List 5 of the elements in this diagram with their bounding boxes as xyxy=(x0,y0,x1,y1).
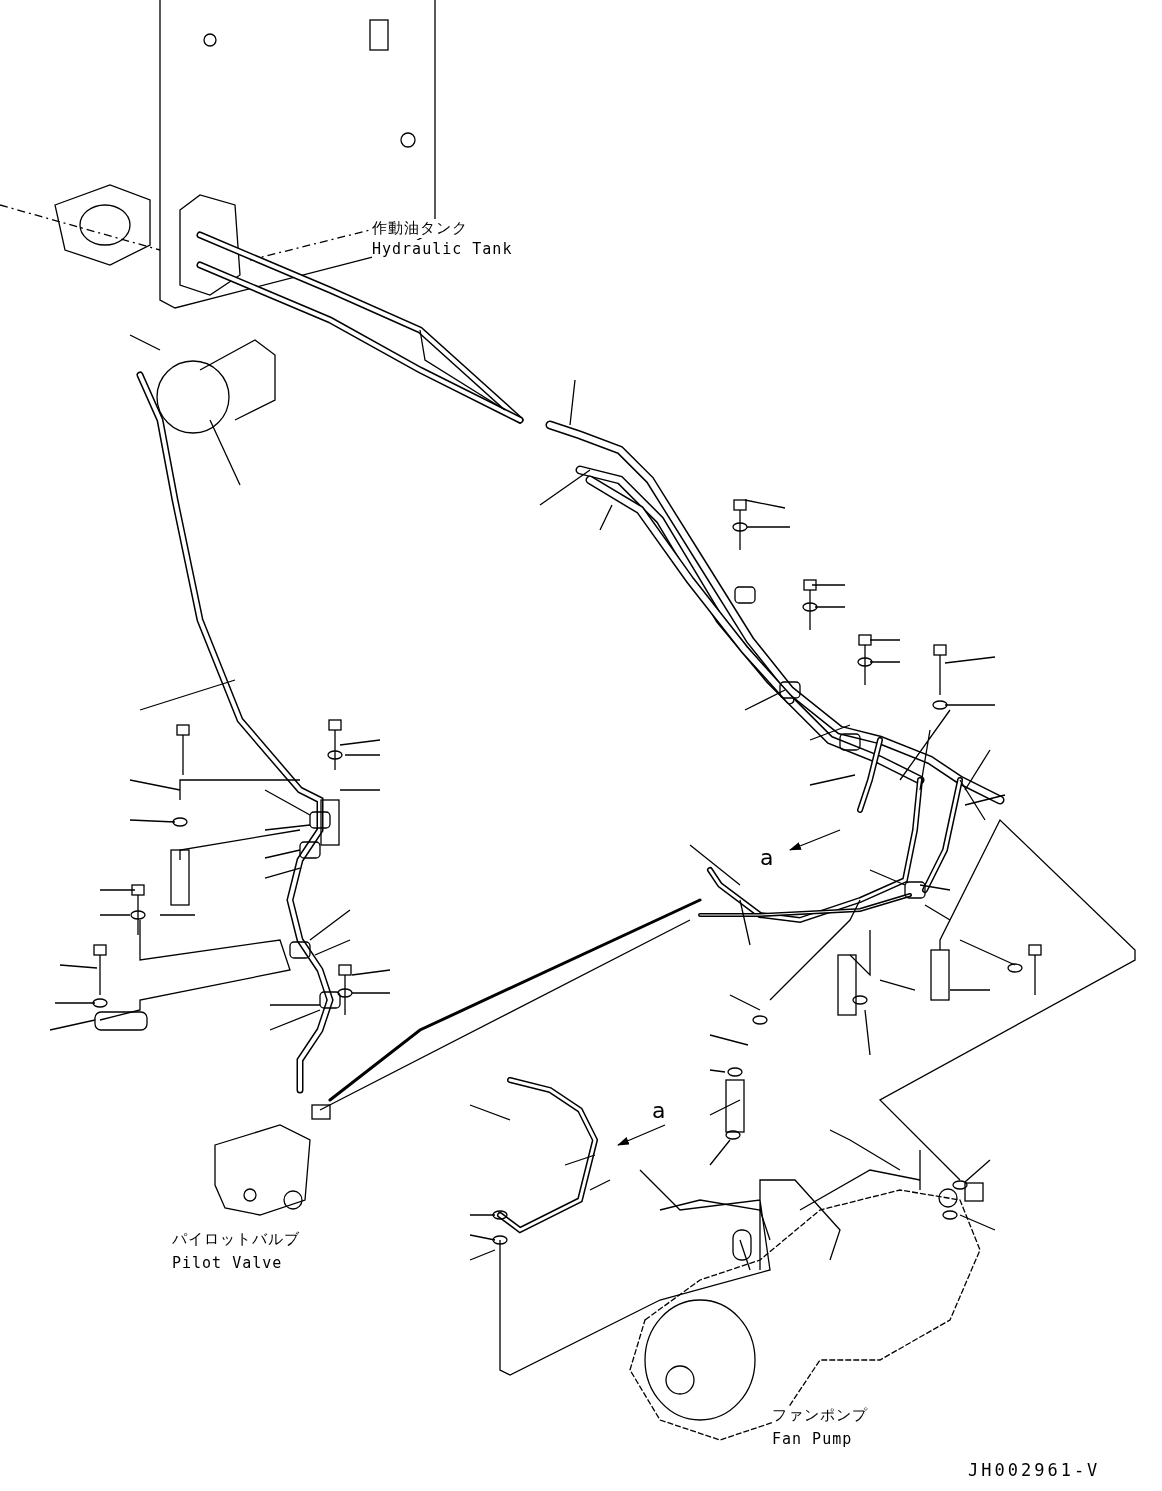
part-label: 作動油タンク xyxy=(372,219,468,238)
part-label: Fan Pump xyxy=(772,1430,853,1448)
part-label: Hydraulic Tank xyxy=(372,240,513,258)
part-label: ファンポンプ xyxy=(772,1406,868,1425)
part-label: パイロットバルブ xyxy=(172,1230,300,1249)
